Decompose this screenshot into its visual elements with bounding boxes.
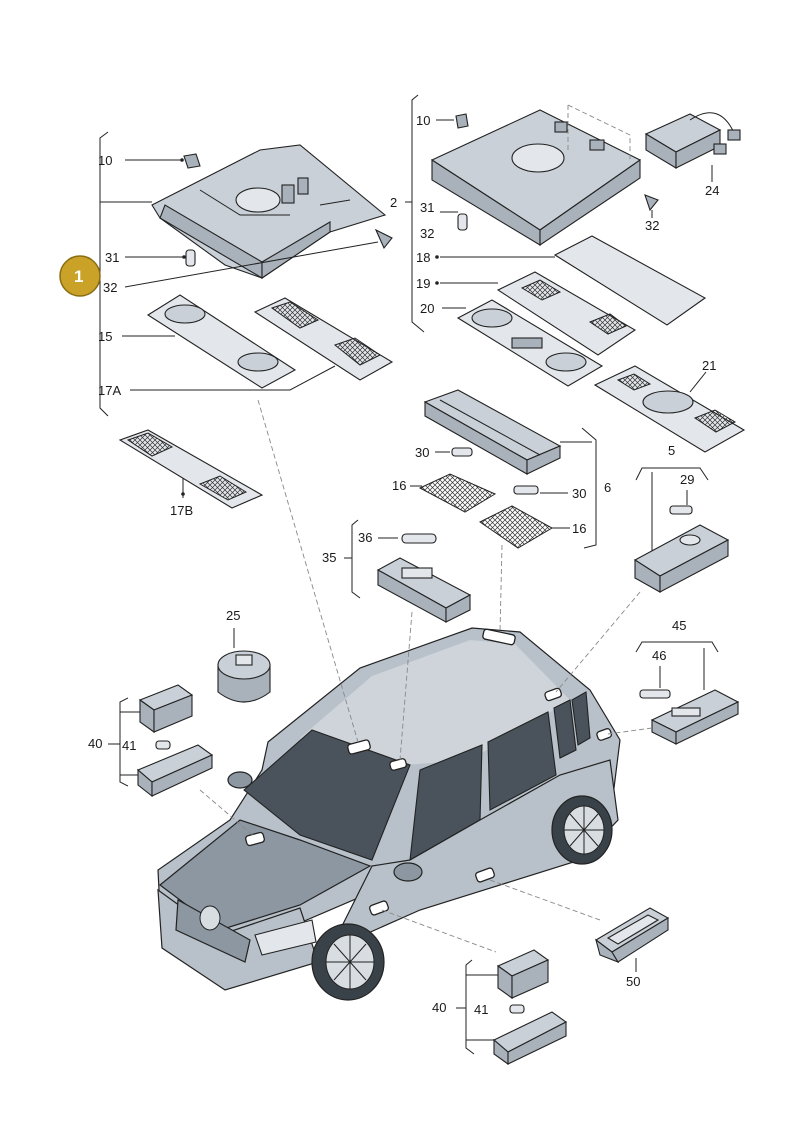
label-50: 50 xyxy=(626,974,640,989)
label-32-right: 32 xyxy=(645,218,659,233)
group-6: 6 30 16 30 16 xyxy=(392,389,611,549)
trim-panel-18 xyxy=(553,235,707,326)
group-35: 35 36 xyxy=(322,519,472,623)
bulb-30-top xyxy=(451,447,473,457)
leader-lines xyxy=(199,399,653,953)
trim-panel-21 xyxy=(593,365,746,453)
svg-text:1: 1 xyxy=(74,267,83,286)
label-18: 18 xyxy=(416,250,430,265)
rear-wheel xyxy=(551,795,613,865)
label-16-right: 16 xyxy=(572,521,586,536)
module-24 xyxy=(644,112,741,169)
label-6: 6 xyxy=(604,480,611,495)
label-16: 16 xyxy=(392,478,406,493)
label-10: 10 xyxy=(98,153,112,168)
bulb-31-right xyxy=(457,213,468,231)
label-41: 41 xyxy=(122,738,136,753)
lens-16-bottom xyxy=(479,505,554,549)
reading-light-housing xyxy=(423,389,562,475)
bulb-46 xyxy=(639,689,671,699)
label-31-right: 31 xyxy=(420,200,434,215)
group-1: 10 31 32 15 17A xyxy=(98,131,394,518)
label-36: 36 xyxy=(358,530,372,545)
label-10-right: 10 xyxy=(416,113,430,128)
bulb-31-left xyxy=(185,249,196,267)
lens-16-top xyxy=(418,473,497,513)
label-29: 29 xyxy=(680,472,694,487)
lamp-housing-40-left xyxy=(136,744,214,798)
group-5: 5 29 xyxy=(633,443,730,593)
door-light-45 xyxy=(650,689,740,745)
label-25: 25 xyxy=(226,608,240,623)
label-31: 31 xyxy=(105,250,119,265)
front-wheel xyxy=(311,923,385,1001)
lamp-50 xyxy=(595,907,670,964)
label-20: 20 xyxy=(420,301,434,316)
label-19: 19 xyxy=(416,276,430,291)
group-40-left: 40 41 xyxy=(88,684,214,798)
callout-badge: 1 xyxy=(59,255,101,297)
lamp-module-40-left xyxy=(138,684,194,734)
clip-10-right xyxy=(455,113,469,129)
label-21: 21 xyxy=(702,358,716,373)
label-2: 2 xyxy=(390,195,397,210)
roof-console-rear xyxy=(430,109,642,247)
label-17B: 17B xyxy=(170,503,193,518)
label-32-mid: 32 xyxy=(420,226,434,241)
label-45: 45 xyxy=(672,618,686,633)
label-46: 46 xyxy=(652,648,666,663)
label-30-right: 30 xyxy=(572,486,586,501)
vehicle-body xyxy=(157,627,621,1001)
label-35: 35 xyxy=(322,550,336,565)
label-32: 32 xyxy=(103,280,117,295)
rear-light-housing xyxy=(633,524,730,593)
label-41-bottom: 41 xyxy=(474,1002,488,1017)
group-45: 45 46 xyxy=(635,618,740,745)
group-40-bottom: 40 41 xyxy=(432,949,568,1066)
bulb-41-bottom xyxy=(509,1004,525,1014)
label-30: 30 xyxy=(415,445,429,460)
label-17A: 17A xyxy=(98,383,121,398)
lamp-module-40-bottom xyxy=(496,949,550,1000)
lens-panel-15 xyxy=(146,294,297,389)
screw-32-right xyxy=(644,194,659,212)
group-2: 2 10 24 xyxy=(390,94,746,453)
label-40-bottom: 40 xyxy=(432,1000,446,1015)
clip-10-left xyxy=(183,153,201,169)
diffuser-17B xyxy=(118,429,264,509)
diffuser-19 xyxy=(496,271,637,356)
bulb-41-left xyxy=(155,740,171,750)
label-15: 15 xyxy=(98,329,112,344)
screw-32-left xyxy=(374,228,393,250)
lens-panel-20 xyxy=(456,299,604,387)
lamp-housing-40-bottom xyxy=(493,1011,568,1066)
roof-console-front xyxy=(151,144,387,280)
label-5: 5 xyxy=(668,443,675,458)
bulb-29 xyxy=(669,505,693,515)
bulb-36 xyxy=(401,533,437,544)
glovebox-light xyxy=(376,557,472,623)
bulb-30-right xyxy=(513,485,539,495)
diffuser-17A xyxy=(253,297,394,381)
switch-25 xyxy=(217,650,271,703)
label-40: 40 xyxy=(88,736,102,751)
label-24: 24 xyxy=(705,183,719,198)
